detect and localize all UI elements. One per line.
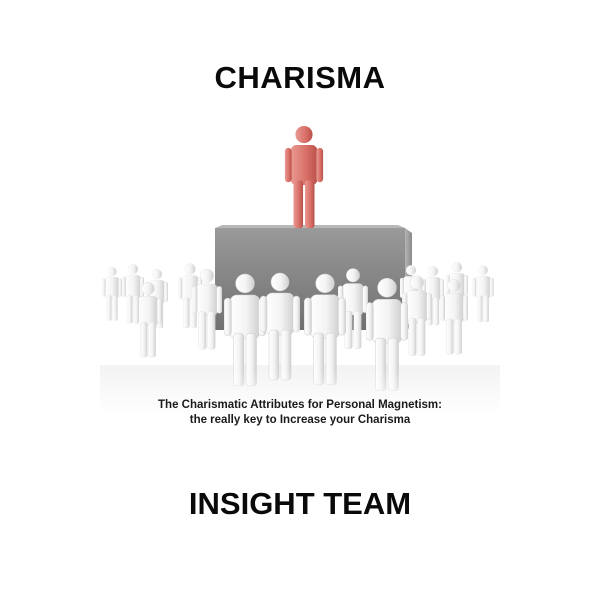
book-title: CHARISMA: [214, 60, 386, 95]
subtitle-line-1: The Charismatic Attributes for Personal …: [158, 399, 442, 411]
book-author: INSIGHT TEAM: [188, 486, 412, 521]
leader-figure: [284, 125, 324, 229]
cover-illustration: [100, 125, 500, 415]
subtitle-line-2: the really key to Increase your Charisma: [189, 414, 411, 426]
floor-fade: [100, 370, 500, 415]
book-subtitle: The Charismatic Attributes for Personal …: [0, 398, 600, 428]
